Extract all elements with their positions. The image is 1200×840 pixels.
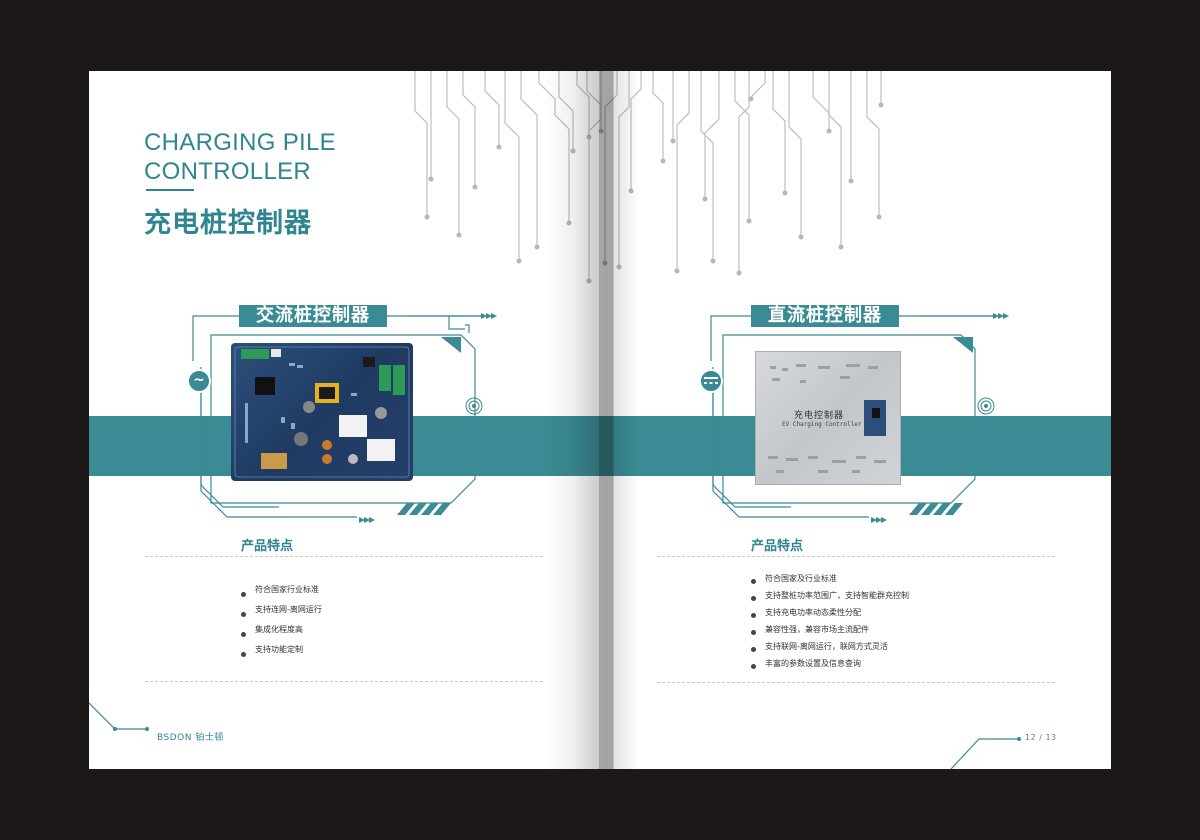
dc-features-divider-bottom bbox=[657, 682, 1055, 683]
brochure-spread: CHARGING PILE CONTROLLER 充电桩控制器 bbox=[89, 71, 1111, 769]
title-english: CHARGING PILE CONTROLLER bbox=[144, 128, 404, 186]
dc-icon bbox=[704, 377, 718, 384]
list-item: 丰富的参数设置及信息查询 bbox=[751, 658, 909, 675]
page-numbers: 12 / 13 bbox=[1025, 733, 1057, 742]
title-chinese: 充电桩控制器 bbox=[144, 208, 312, 239]
title-divider bbox=[146, 189, 194, 191]
brand-logo-text: BSDON 铂士顿 bbox=[157, 733, 224, 743]
list-item: 符合国家行业标准 bbox=[241, 584, 322, 604]
list-item: 支持连网-离网运行 bbox=[241, 604, 322, 624]
circuit-decoration bbox=[414, 71, 884, 284]
product-frames bbox=[89, 313, 1021, 769]
list-item: 支持联网-离网运行，联网方式灵活 bbox=[751, 641, 909, 658]
dc-controller-label: 直流桩控制器 bbox=[751, 305, 899, 327]
ac-wave-icon: ~ bbox=[193, 372, 205, 388]
ac-controller-board-image bbox=[231, 343, 413, 481]
list-item: 支持功能定制 bbox=[241, 644, 322, 664]
ac-controller-label: 交流桩控制器 bbox=[239, 305, 387, 327]
list-item: 支持充电功率动态柔性分配 bbox=[751, 607, 909, 624]
metal-box-drawing bbox=[768, 364, 886, 473]
dc-features-title: 产品特点 bbox=[751, 539, 804, 554]
ac-features-divider-bottom bbox=[145, 681, 543, 682]
list-item: 支持整桩功率范围广，支持智能群充控制 bbox=[751, 590, 909, 607]
dc-features-divider-top bbox=[657, 556, 1055, 557]
pcb-drawing bbox=[234, 346, 410, 478]
box-label-en: EV Charging Controller bbox=[782, 421, 862, 428]
box-label-cn: 充电控制器 bbox=[794, 411, 845, 421]
title-english-line2: CONTROLLER bbox=[144, 158, 312, 185]
list-item: 符合国家及行业标准 bbox=[751, 573, 909, 590]
list-item: 兼容性强，兼容市场主流配件 bbox=[751, 624, 909, 641]
list-item: 集成化程度高 bbox=[241, 624, 322, 644]
ac-features-list: 符合国家行业标准 支持连网-离网运行 集成化程度高 支持功能定制 bbox=[241, 584, 322, 664]
dc-controller-box-image: 充电控制器 EV Charging Controller bbox=[755, 351, 901, 485]
dc-features-list: 符合国家及行业标准 支持整桩功率范围广，支持智能群充控制 支持充电功率动态柔性分… bbox=[751, 573, 909, 675]
title-english-line1: CHARGING PILE bbox=[144, 129, 336, 156]
ac-features-divider-top bbox=[145, 556, 543, 557]
ac-features-title: 产品特点 bbox=[241, 539, 294, 554]
